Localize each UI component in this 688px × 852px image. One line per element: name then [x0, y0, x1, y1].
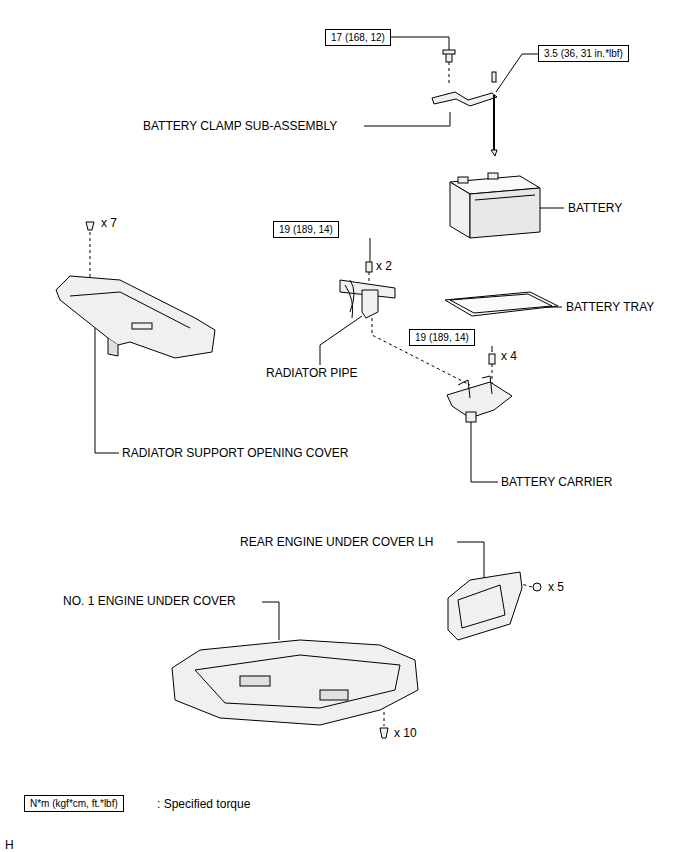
torque-box: 3.5 (36, 31 in.*lbf) — [538, 45, 629, 62]
torque-value: N*m (kgf*cm, ft.*lbf) — [30, 798, 118, 809]
quantity: x 5 — [547, 580, 565, 594]
torque-value: 19 (189, 14) — [279, 224, 333, 235]
torque-box: 19 (189, 14) — [409, 329, 475, 346]
quantity: x 2 — [375, 259, 393, 273]
leader-line — [370, 238, 371, 262]
quantity: x 4 — [500, 349, 518, 363]
leader-line — [471, 420, 498, 482]
torque-box: 17 (168, 12) — [325, 29, 391, 46]
leader-line — [262, 602, 279, 640]
part-name: REAR ENGINE UNDER COVER LH — [239, 535, 434, 549]
quantity: x 10 — [393, 726, 418, 740]
leader-line — [492, 346, 493, 352]
legend-text: : Specified torque — [156, 797, 251, 811]
page-mark: H — [4, 838, 15, 852]
quantity: x 7 — [100, 216, 118, 230]
leader-line — [496, 54, 538, 92]
part-name: RADIATOR SUPPORT OPENING COVER — [121, 446, 350, 460]
leader-line — [364, 112, 450, 126]
torque-box: 19 (189, 14) — [273, 221, 339, 238]
legend-box: N*m (kgf*cm, ft.*lbf) — [24, 795, 124, 812]
part-name: BATTERY CLAMP SUB-ASSEMBLY — [142, 119, 338, 133]
leader-line — [320, 316, 362, 365]
leader-line — [457, 542, 484, 578]
part-name: NO. 1 ENGINE UNDER COVER — [62, 594, 237, 608]
torque-value: 3.5 (36, 31 in.*lbf) — [544, 48, 623, 59]
torque-value: 19 (189, 14) — [415, 332, 469, 343]
torque-value: 17 (168, 12) — [331, 32, 385, 43]
part-name: BATTERY — [567, 201, 623, 215]
leader-line — [390, 37, 449, 50]
part-name: BATTERY TRAY — [565, 300, 655, 314]
part-name: RADIATOR PIPE — [265, 366, 359, 380]
part-name: BATTERY CARRIER — [500, 475, 613, 489]
